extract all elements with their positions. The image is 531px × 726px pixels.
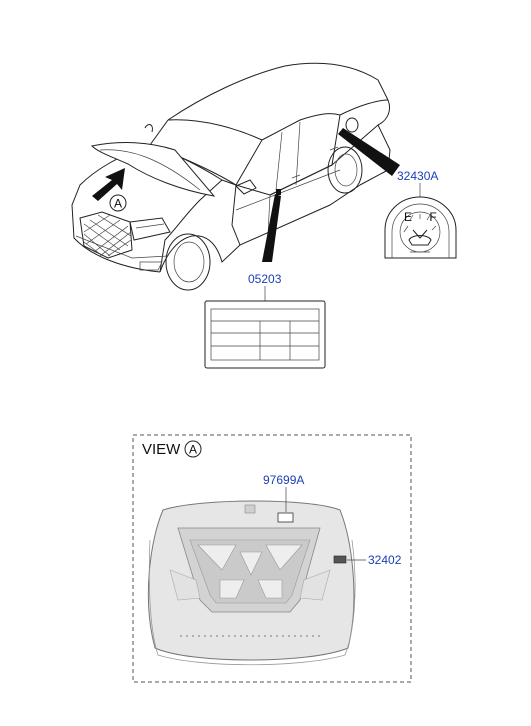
part-label-32402[interactable]: 32402 [368,553,402,567]
vehicle-label-spot [276,189,281,195]
gauge-empty-letter: E [404,210,412,224]
view-marker-letter: A [114,197,122,211]
vehicle-label-leader [262,194,281,262]
view-title: VIEW [142,441,181,458]
hood-sticker-32402 [333,555,347,564]
view-title-marker-circle [184,440,202,458]
vehicle-info-placard [204,300,326,369]
fuel-cap-label-illustration: E F [384,196,457,259]
car-illustration: A [71,62,391,291]
open-hood [90,142,216,197]
gauge-full-letter: F [429,210,436,224]
view-title-marker-letter: A [189,443,197,457]
hood-sticker-97699A [277,512,294,523]
view-marker-circle: A [109,194,127,212]
grille [79,211,133,259]
hood-arrow [92,168,125,201]
part-label-05203[interactable]: 05203 [248,272,282,286]
fuel-door-leader [338,128,400,176]
hood-inner-panel [147,500,356,666]
view-a-panel: VIEW A 97699A 32402 [132,434,412,683]
part-label-97699A[interactable]: 97699A [263,473,304,487]
part-label-32430A[interactable]: 32430A [397,169,438,183]
